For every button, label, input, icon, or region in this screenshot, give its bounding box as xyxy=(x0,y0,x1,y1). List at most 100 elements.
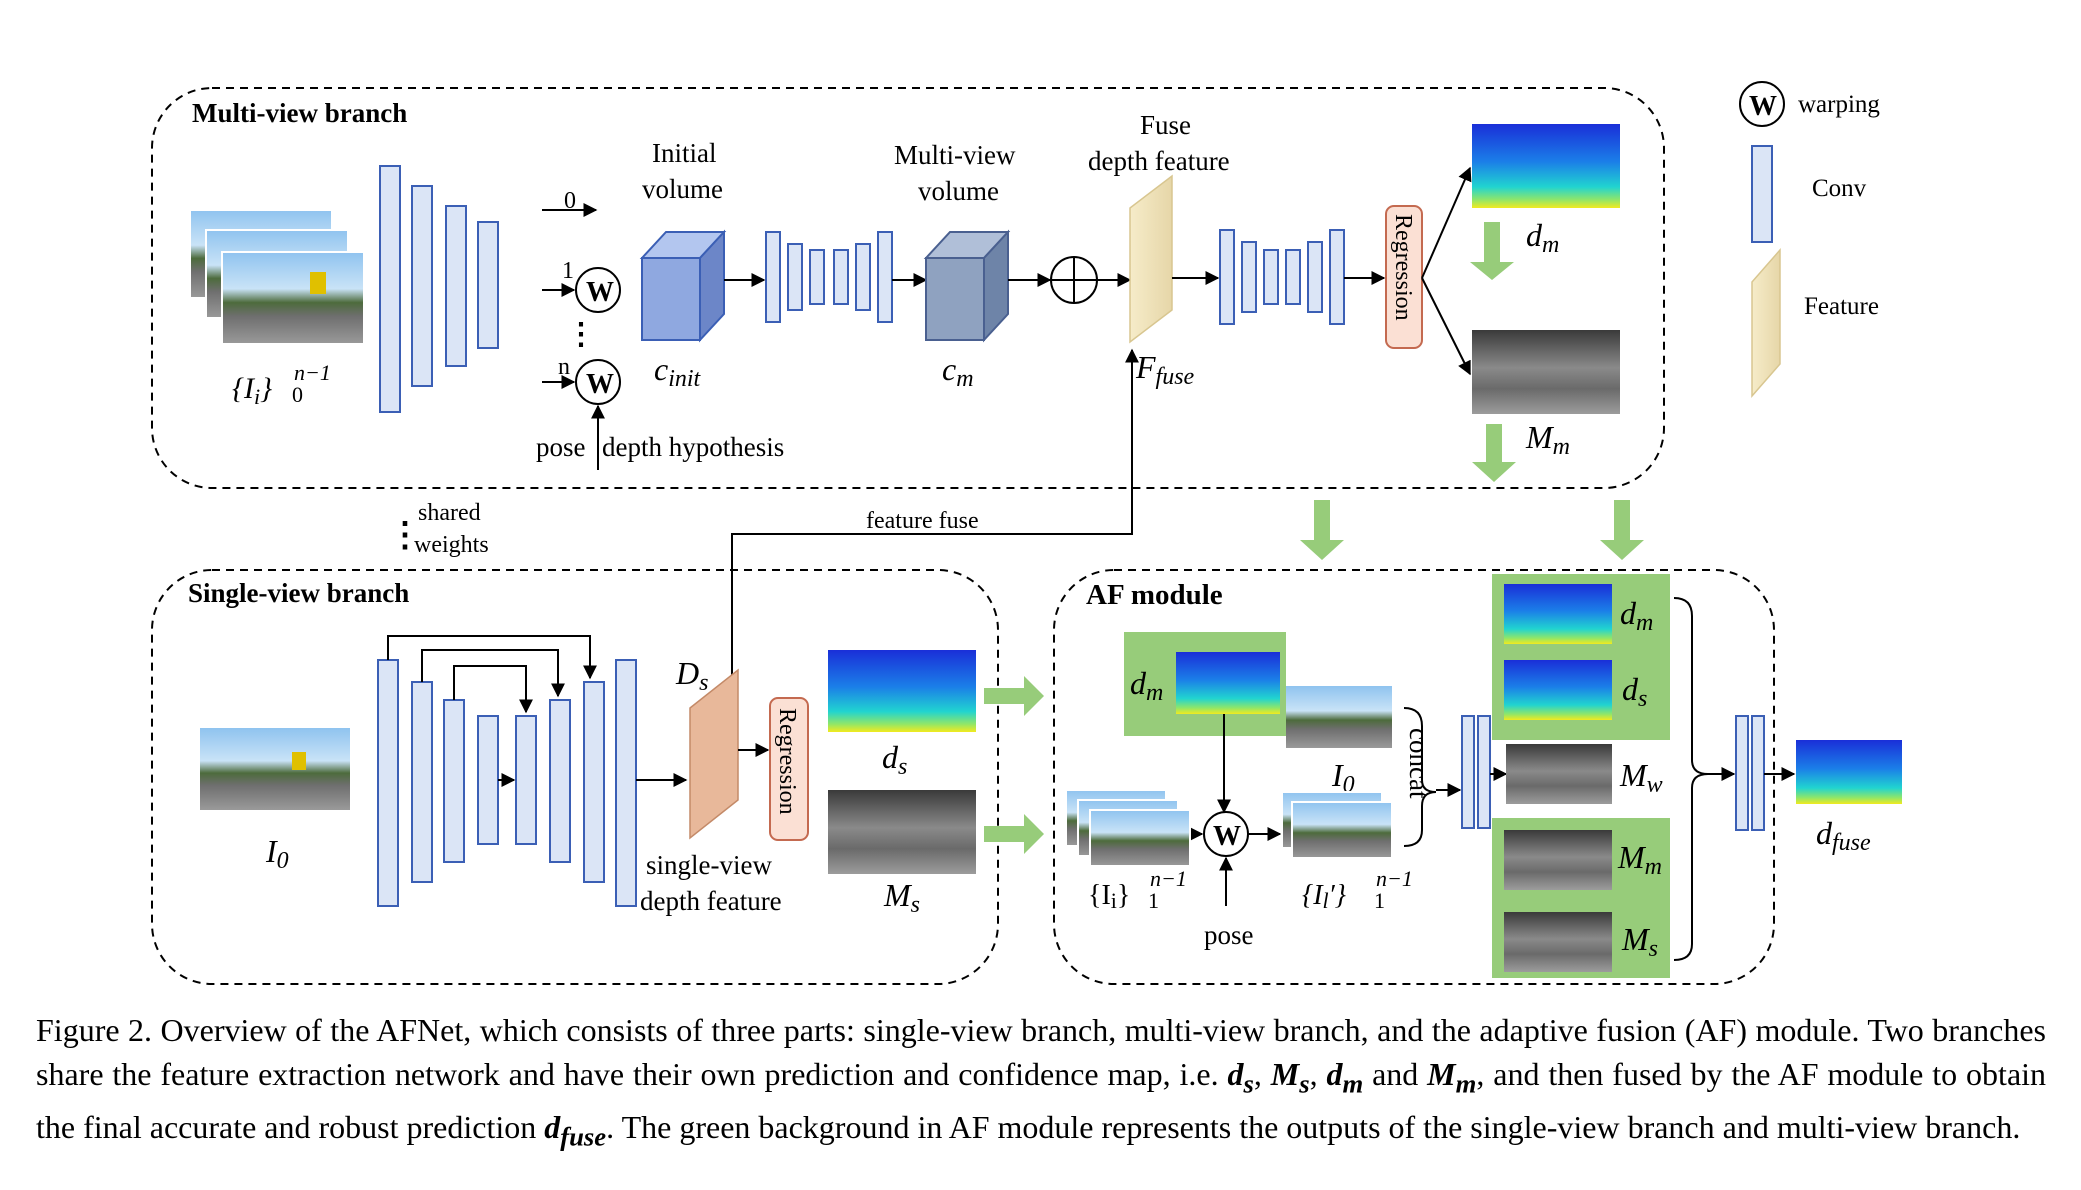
legend: W warping Conv Feature xyxy=(1739,81,1880,398)
mv-d-m: dm xyxy=(1526,217,1559,258)
c-init-label: cinit xyxy=(654,351,702,392)
af-I0-image xyxy=(1286,686,1392,748)
af-Ii: {Ii} xyxy=(1088,880,1130,913)
sv-feat-label-2: depth feature xyxy=(640,886,782,916)
fuse-label-2: depth feature xyxy=(1088,146,1230,176)
svg-text:W: W xyxy=(586,369,614,400)
af-warp-icon: W xyxy=(1203,811,1249,857)
multi-view-volume-cube xyxy=(923,229,1011,343)
figure-caption: Figure 2. Overview of the AFNet, which c… xyxy=(36,1008,2046,1159)
single-view-branch-box xyxy=(151,569,999,985)
af-Il-lo: 1 xyxy=(1374,888,1385,913)
mv-M-m: Mm xyxy=(1525,419,1570,460)
mv-branch-n: n xyxy=(558,354,570,380)
mv-input-label: {Ii} xyxy=(232,372,272,409)
sv-depth-map xyxy=(828,650,976,732)
initial-volume-label-2: volume xyxy=(642,174,723,204)
af-Il: {Il′} xyxy=(1302,880,1346,913)
sv-feature xyxy=(689,668,739,840)
legend-conv: Conv xyxy=(1812,175,1867,202)
mv-branch-0: 0 xyxy=(564,188,576,214)
sv-regression-label: Regression xyxy=(774,708,800,815)
caption-part-3: . The green background in AF module repr… xyxy=(606,1109,2021,1146)
af-Ii-lo: 1 xyxy=(1148,888,1159,913)
initial-volume-cube xyxy=(639,229,727,343)
f-fuse-label: Ffuse xyxy=(1135,349,1195,390)
sv-unet xyxy=(377,659,637,907)
af-out-M-s: Ms xyxy=(1621,921,1658,962)
af-out-Ms-map xyxy=(1504,912,1612,972)
shared-label-2: weights xyxy=(414,532,489,558)
arrow-reg-to-mm xyxy=(1421,277,1471,376)
mv-encoder xyxy=(379,165,499,413)
af-out-ds-map xyxy=(1504,660,1612,720)
multi-view-title: Multi-view branch xyxy=(192,98,407,128)
legend-warping: warping xyxy=(1798,91,1880,118)
caption-ds: ds xyxy=(1227,1056,1254,1099)
mv-pose: pose xyxy=(536,432,586,462)
green-arrows-sv xyxy=(984,676,1044,854)
feature-fuse-path xyxy=(731,348,1139,682)
svg-text:W: W xyxy=(1749,91,1777,122)
caption-part-2: , and then fused by the AF module to obt… xyxy=(36,1056,2047,1146)
af-dm-map xyxy=(1176,652,1280,714)
fuse-feature xyxy=(1129,174,1173,344)
af-Mw-map xyxy=(1506,744,1612,804)
legend-feature-icon xyxy=(1751,248,1781,398)
mv-dots: ⋮ xyxy=(566,318,596,351)
multi-view-input-images xyxy=(189,209,365,345)
af-out-M-m: Mm xyxy=(1617,839,1662,880)
legend-warp-icon: W xyxy=(1739,81,1785,127)
af-out-dm-map xyxy=(1504,584,1612,644)
shared-label-1: shared xyxy=(418,500,481,526)
af-Il-sup: n−1 xyxy=(1376,866,1413,891)
caption-dm: dm xyxy=(1326,1056,1364,1099)
af-out-d-s: ds xyxy=(1622,671,1647,712)
af-title: AF module xyxy=(1086,579,1223,611)
af-module-box xyxy=(1053,569,1775,985)
caption-dfuse: dfuse xyxy=(544,1109,607,1152)
svg-text:W: W xyxy=(1213,821,1241,852)
sv-feat-label-1: single-view xyxy=(646,850,772,880)
caption-part-1: Figure 2. Overview of the AFNet, which c… xyxy=(36,1012,2046,1092)
caption-Ms: Ms xyxy=(1270,1056,1310,1099)
sv-input-label: I0 xyxy=(265,833,289,874)
af-out-brace xyxy=(1673,597,1709,961)
shared-dots: ⋮ xyxy=(388,517,422,554)
sv-input-image xyxy=(200,728,350,810)
c-m-label: cm xyxy=(942,351,974,392)
d-fuse-map xyxy=(1796,740,1902,804)
arrow-reg-to-dm xyxy=(1421,166,1472,279)
caption-and: and xyxy=(1363,1056,1428,1092)
sv-confidence-map xyxy=(828,790,976,874)
af-conv-2 xyxy=(1735,715,1765,831)
mv-decoder xyxy=(1219,229,1345,325)
mv-input-lo: 0 xyxy=(292,382,303,407)
warp-icon-1: W xyxy=(575,267,621,313)
af-Il-images xyxy=(1281,791,1393,859)
legend-feature: Feature xyxy=(1804,293,1879,320)
af-Ii-sup: n−1 xyxy=(1150,866,1187,891)
feature-fuse-label: feature fuse xyxy=(866,508,979,534)
sv-skip-connections xyxy=(387,635,597,714)
af-out-M-w: Mw xyxy=(1619,757,1663,798)
mv-volume-label-1: Multi-view xyxy=(894,140,1016,170)
concat-brace xyxy=(1403,707,1437,847)
initial-volume-label-1: Initial xyxy=(652,138,716,168)
warp-icon-n: W xyxy=(575,359,621,405)
mv-depth-hypothesis: depth hypothesis xyxy=(602,432,784,462)
add-icon xyxy=(1050,256,1098,304)
af-out-Mm-map xyxy=(1504,830,1612,890)
green-arrows-mv xyxy=(1300,222,1644,560)
af-concat: concat xyxy=(1404,728,1434,799)
legend-conv-icon xyxy=(1751,145,1773,243)
svg-text:W: W xyxy=(586,277,614,308)
mv-branch-1: 1 xyxy=(562,258,574,284)
caption-sep-2: , xyxy=(1309,1056,1327,1092)
sv-D-s: Ds xyxy=(675,655,708,696)
mv-input-sup: n−1 xyxy=(294,360,331,385)
caption-Mm: Mm xyxy=(1427,1056,1477,1099)
af-d-fuse: dfuse xyxy=(1816,815,1871,856)
mv-volume-label-2: volume xyxy=(918,176,999,206)
sv-M-s: Ms xyxy=(883,877,920,918)
